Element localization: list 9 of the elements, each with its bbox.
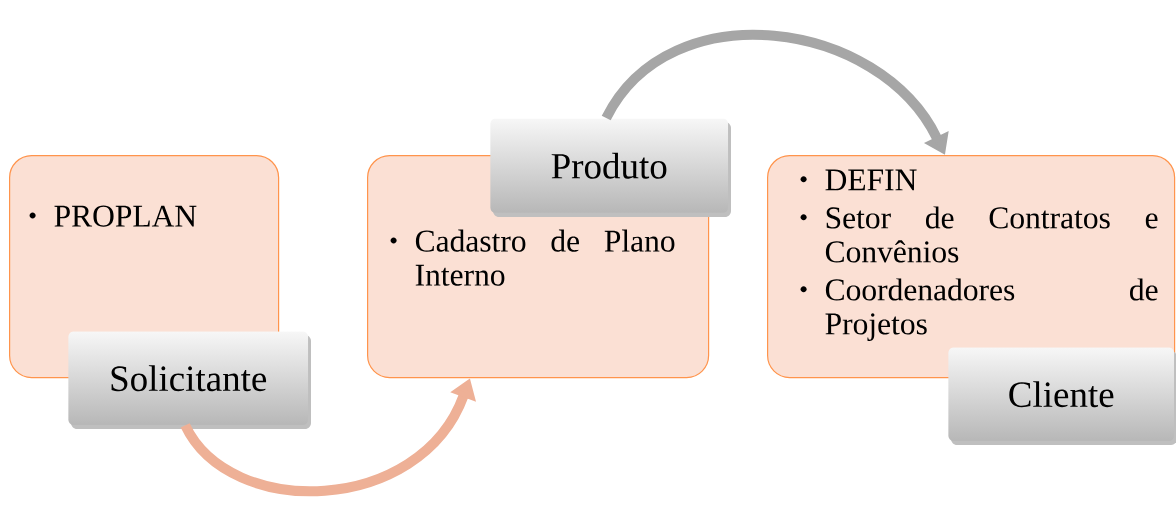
label-box: Produto xyxy=(490,118,731,217)
rounded-box xyxy=(767,155,1176,379)
label-box: Solicitante xyxy=(68,331,311,429)
bullet-text: DEFIN xyxy=(825,169,917,191)
bullet-text: Setor de Contratos e Convênios xyxy=(825,206,1158,263)
bullet-text: Coordenadores de Projetos xyxy=(825,278,1158,341)
label-box: Cliente xyxy=(948,347,1176,445)
bullet-text: PROPLAN xyxy=(54,205,197,227)
bullet-text: Cadastro de Plano Interno xyxy=(415,229,675,286)
